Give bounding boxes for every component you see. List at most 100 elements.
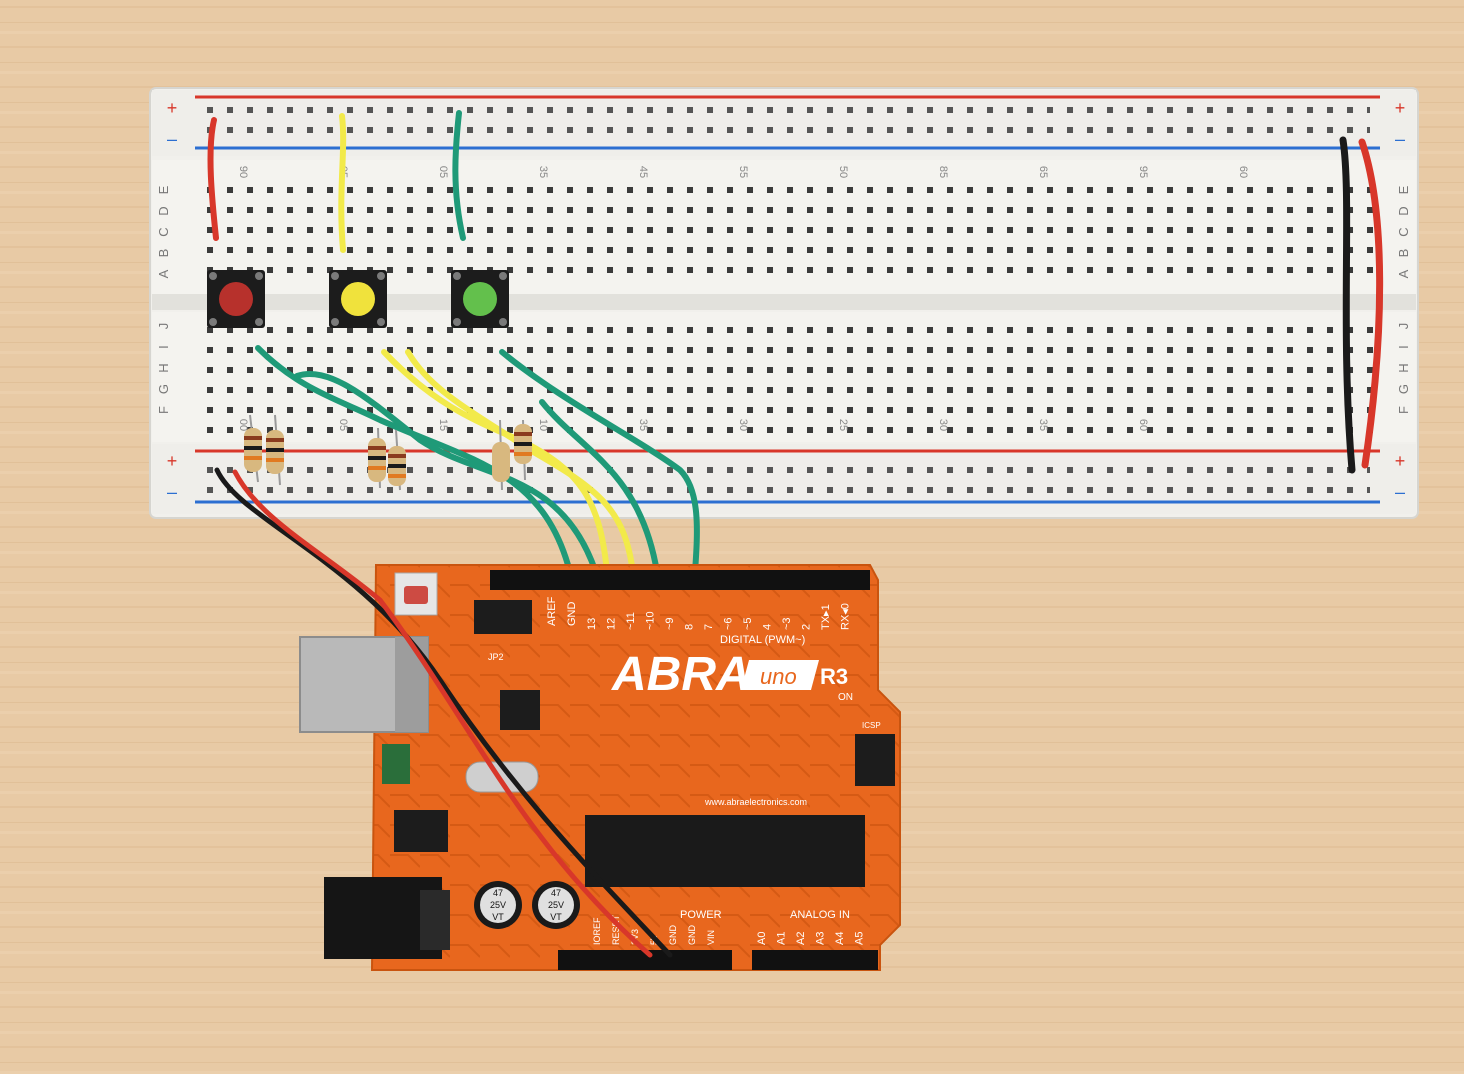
green-signal-wire-2	[294, 371, 598, 573]
row-letter-right-E: E	[1396, 185, 1411, 194]
resistor-6	[514, 419, 532, 481]
brand-logo-text: ABRA	[611, 648, 751, 701]
column-number-bottom: 10	[537, 419, 549, 431]
digital-pin-label: 2	[801, 624, 813, 630]
analog-pin-label: A1	[776, 932, 788, 945]
resistor-1	[244, 414, 262, 483]
fuse	[382, 744, 410, 784]
digital-pin-label: 13	[586, 618, 598, 630]
button-cap-green[interactable]	[463, 282, 497, 316]
column-number-bottom: 00	[237, 419, 249, 431]
analog-label: ANALOG IN	[790, 909, 850, 921]
push-buttons	[207, 270, 509, 328]
row-letter-right-F: F	[1396, 406, 1411, 414]
icsp-header	[855, 734, 895, 786]
rail-plus-top-right: +	[1395, 98, 1406, 118]
row-letter-left-C: C	[156, 227, 171, 236]
pin-aref: AREF	[546, 596, 558, 626]
button-cap-yellow[interactable]	[341, 282, 375, 316]
digital-pin-label: ~5	[742, 617, 754, 630]
row-letter-left-F: F	[156, 406, 171, 414]
black-rail-wire	[1339, 136, 1356, 474]
column-number-top: 45	[637, 166, 649, 178]
column-number-top: 65	[1037, 166, 1049, 178]
analog-pin-label: A2	[795, 932, 807, 945]
row-letter-right-H: H	[1396, 363, 1411, 372]
rail-plus-bottom-right: +	[1395, 451, 1406, 471]
column-number-top: 35	[537, 166, 549, 178]
black-ground-wire	[214, 467, 673, 958]
svg-text:VT: VT	[550, 912, 562, 922]
row-letter-left-J: J	[156, 323, 171, 330]
digital-pin-label: ~3	[781, 617, 793, 630]
column-number-top: 05	[437, 166, 449, 178]
row-letter-right-B: B	[1396, 249, 1411, 258]
model-text: uno	[760, 664, 797, 689]
icsp-label: ICSP	[862, 721, 881, 730]
rail-plus-top-left: +	[167, 98, 178, 118]
push-button-green[interactable]	[451, 270, 509, 328]
row-letter-left-G: G	[156, 384, 171, 394]
column-number-bottom: 60	[1137, 419, 1149, 431]
digital-header	[490, 570, 870, 590]
jp2-label: JP2	[488, 652, 504, 662]
column-number-bottom: 35	[1037, 419, 1049, 431]
green-signal-wire-4	[499, 349, 700, 575]
power-header	[558, 950, 732, 970]
digital-pin-label: ~11	[625, 612, 637, 630]
column-number-bottom: 30	[937, 419, 949, 431]
row-letter-right-D: D	[1396, 206, 1411, 215]
analog-pin-label: A4	[834, 932, 846, 945]
digital-pin-label: ~9	[664, 617, 676, 630]
power-pin-label: GND	[668, 925, 678, 946]
push-button-red[interactable]	[207, 270, 265, 328]
column-number-top: 90	[237, 166, 249, 178]
atmega-chip	[585, 815, 865, 887]
push-button-yellow[interactable]	[329, 270, 387, 328]
svg-text:47: 47	[493, 888, 503, 898]
analog-pin-label: A0	[756, 932, 768, 945]
power-wires	[214, 467, 673, 958]
pin-gnd: GND	[566, 602, 578, 627]
digital-label: DIGITAL (PWM~)	[720, 634, 805, 646]
row-letter-left-I: I	[156, 345, 171, 349]
green-signal-wire-1	[255, 345, 571, 568]
rail-minus-top-left: –	[167, 129, 177, 149]
column-number-bottom: 35	[637, 419, 649, 431]
analog-pin-label: A5	[854, 932, 866, 945]
svg-text:25V: 25V	[490, 900, 506, 910]
row-letter-right-G: G	[1396, 384, 1411, 394]
capacitor-1: 47 25V VT	[474, 881, 522, 929]
green-jumper-wire	[452, 110, 466, 241]
icsp-header-usb	[474, 600, 532, 634]
column-number-top: 95	[1137, 166, 1149, 178]
rail-minus-bottom-left: –	[167, 482, 177, 502]
resistor-2	[266, 414, 284, 486]
power-pin-label: GND	[687, 925, 697, 946]
red-jumper-wire	[207, 117, 219, 241]
power-label: POWER	[680, 909, 722, 921]
digital-pin-label: 12	[606, 618, 618, 630]
usb-interface-chip	[500, 690, 540, 730]
svg-text:VT: VT	[492, 912, 504, 922]
column-number-bottom: 15	[437, 419, 449, 431]
model-badge	[740, 660, 820, 690]
power-pin-label: RESET	[611, 914, 621, 945]
yellow-jumper-wire	[338, 113, 347, 253]
column-number-top: 60	[1237, 166, 1249, 178]
power-pin-label: VIN	[706, 930, 716, 945]
digital-pin-label: ~6	[723, 617, 735, 630]
row-letter-left-B: B	[156, 249, 171, 258]
svg-text:25V: 25V	[548, 900, 564, 910]
row-letter-right-C: C	[1396, 227, 1411, 236]
on-led-label: ON	[838, 692, 853, 703]
column-number-bottom: 30	[737, 419, 749, 431]
arduino-board: 47 25V VT 47 25V VT ABRA uno R3 ON DIGIT…	[299, 564, 901, 971]
row-letter-right-I: I	[1396, 345, 1411, 349]
resistor-3	[368, 427, 386, 489]
button-cap-red[interactable]	[219, 282, 253, 316]
digital-pin-label: ~10	[645, 611, 657, 630]
website-text: www.abraelectronics.com	[704, 797, 807, 807]
